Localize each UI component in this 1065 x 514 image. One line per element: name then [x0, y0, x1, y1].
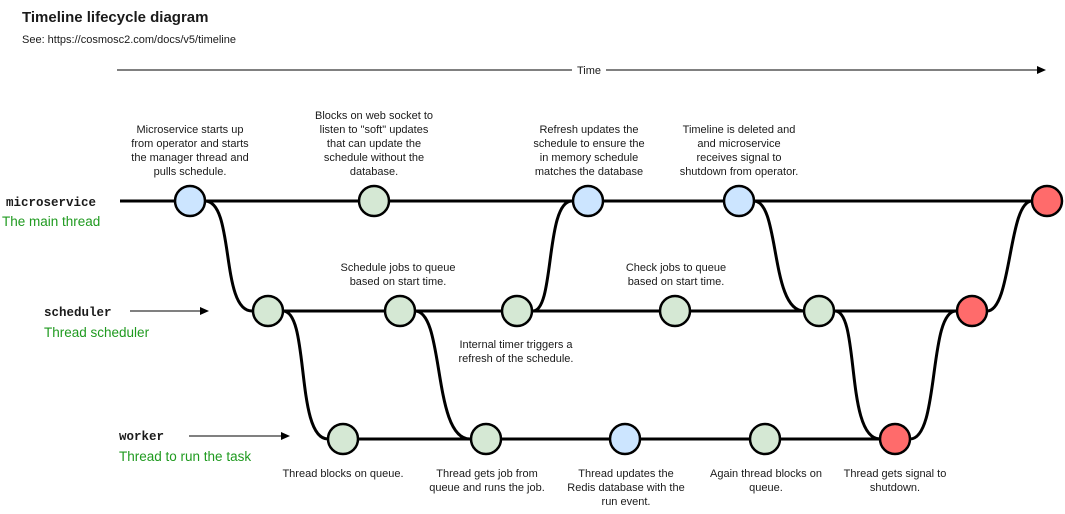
note-line: matches the database [535, 166, 643, 178]
connector-scheduler-to-worker-3 [834, 309, 881, 441]
time-arrowhead-icon [1037, 66, 1046, 74]
note-line: listen to "soft" updates [320, 124, 429, 136]
note-line: Thread updates the [578, 468, 673, 480]
note-line: Refresh updates the [539, 124, 638, 136]
note-line: Microservice starts up [137, 124, 244, 136]
worker-arrow-icon [281, 432, 290, 440]
node-wk-signal [878, 422, 912, 456]
scheduler-arrow-icon [200, 307, 209, 315]
node-ms-end [1030, 184, 1064, 218]
thread-name-worker: worker [119, 430, 164, 444]
note-sch-timer: Internal timer triggers a refresh of the … [459, 339, 574, 365]
note-line: Thread gets signal to [844, 468, 947, 480]
note-line: queue. [749, 482, 783, 494]
note-line: Check jobs to queue [626, 262, 726, 274]
node-wk-blocks [326, 422, 360, 456]
note-wk-blocks: Thread blocks on queue. [282, 468, 403, 480]
node-ms-refresh [571, 184, 605, 218]
note-line: receives signal to [697, 152, 782, 164]
note-line: Thread blocks on queue. [282, 468, 403, 480]
connector-scheduler-to-ms-2 [986, 199, 1033, 313]
note-line: and microservice [697, 138, 780, 150]
note-line: Internal timer triggers a [459, 339, 573, 351]
node-ms-deleted [722, 184, 756, 218]
note-line: Thread gets job from [436, 468, 538, 480]
note-line: Again thread blocks on [710, 468, 822, 480]
note-line: database. [350, 166, 398, 178]
thread-name-scheduler: scheduler [44, 306, 112, 320]
note-line: Schedule jobs to queue [341, 262, 456, 274]
note-line: in memory schedule [540, 152, 638, 164]
note-line: based on start time. [628, 276, 725, 288]
note-line: schedule to ensure the [533, 138, 644, 150]
note-line: that can update the [327, 138, 421, 150]
time-axis-label: Time [577, 65, 601, 77]
connector-scheduler-to-worker [282, 309, 329, 441]
thread-desc-scheduler: Thread scheduler [44, 325, 150, 340]
time-axis: Time [117, 65, 1046, 77]
note-wk-signal: Thread gets signal to shutdown. [844, 468, 947, 494]
note-wk-gets: Thread gets job from queue and runs the j… [429, 468, 545, 494]
note-ms-start: Microservice starts up from operator and … [131, 124, 249, 178]
diagram-subtitle: See: https://cosmosc2.com/docs/v5/timeli… [22, 34, 236, 46]
note-line: pulls schedule. [154, 166, 227, 178]
node-sch-shutdown-recv [802, 294, 836, 328]
node-sch-schedule [383, 294, 417, 328]
note-ms-deleted: Timeline is deleted and and microservice r… [680, 124, 799, 178]
note-line: Blocks on web socket to [315, 110, 433, 122]
note-line: queue and runs the job. [429, 482, 545, 494]
note-line: shutdown from operator. [680, 166, 799, 178]
node-sch-timer [500, 294, 534, 328]
thread-desc-microservice: The main thread [2, 214, 100, 229]
note-ms-refresh: Refresh updates the schedule to ensure th… [533, 124, 644, 178]
note-line: the manager thread and [131, 152, 248, 164]
connector-worker-to-scheduler [909, 309, 957, 441]
thread-labels: microservice The main thread scheduler T… [2, 196, 290, 464]
node-wk-again [748, 422, 782, 456]
node-ms-blocks [357, 184, 391, 218]
note-wk-again: Again thread blocks on queue. [710, 468, 822, 494]
thread-desc-worker: Thread to run the task [119, 449, 251, 464]
connector-scheduler-to-worker-2 [414, 309, 471, 441]
node-sch-check [658, 294, 692, 328]
node-wk-gets [469, 422, 503, 456]
note-line: refresh of the schedule. [459, 353, 574, 365]
diagram-title: Timeline lifecycle diagram [22, 9, 208, 26]
node-sch-start [251, 294, 285, 328]
note-line: Redis database with the [567, 482, 684, 494]
note-sch-check: Check jobs to queue based on start time. [626, 262, 726, 288]
annotations: Microservice starts up from operator and … [131, 110, 946, 508]
connector-ms-to-scheduler-2 [753, 199, 805, 313]
note-line: schedule without the [324, 152, 424, 164]
connector-scheduler-to-ms [532, 199, 573, 313]
node-ms-start [173, 184, 207, 218]
note-line: Timeline is deleted and [683, 124, 796, 136]
note-line: from operator and starts [131, 138, 249, 150]
thread-name-microservice: microservice [6, 196, 96, 210]
connector-ms-to-scheduler [204, 199, 253, 313]
note-line: shutdown. [870, 482, 920, 494]
note-line: run event. [602, 496, 651, 508]
node-wk-updates [608, 422, 642, 456]
node-sch-end [955, 294, 989, 328]
nodes [173, 184, 1064, 456]
note-sch-schedule: Schedule jobs to queue based on start tim… [341, 262, 456, 288]
note-ms-blocks: Blocks on web socket to listen to "soft" … [315, 110, 433, 178]
note-line: based on start time. [350, 276, 447, 288]
